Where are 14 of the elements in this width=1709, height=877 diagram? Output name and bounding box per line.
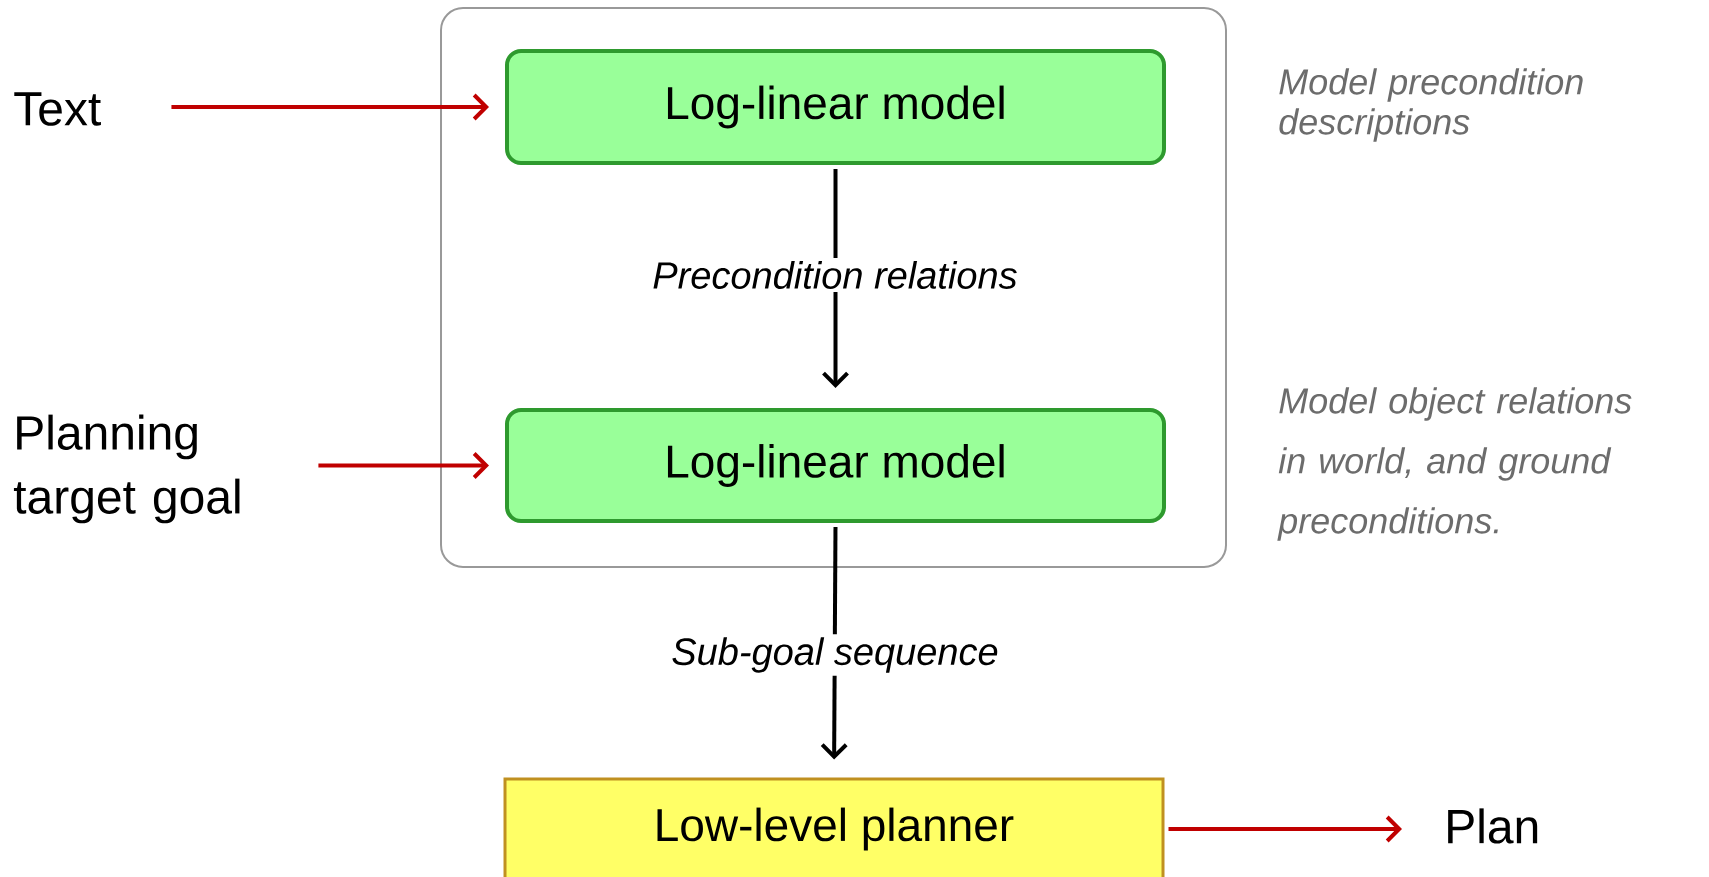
edge-label: Precondition relations <box>649 258 1021 292</box>
input-label: Planning target goal <box>13 414 240 524</box>
edge-label: Sub-goal sequence <box>668 634 1002 676</box>
side-note: Model precondition descriptions <box>1279 68 1583 142</box>
input-label: Text <box>14 92 101 126</box>
model-box: Log-linear model <box>505 49 1166 165</box>
arrow <box>1168 815 1402 843</box>
arrow <box>171 93 489 121</box>
input-label: Plan <box>1448 808 1538 844</box>
model-box: Log-linear model <box>505 408 1166 523</box>
side-note: Model object relations in world, and ground preconditions. <box>1277 387 1632 541</box>
arrow <box>822 169 849 388</box>
planner-box: Low-level planner <box>503 777 1165 877</box>
arrow <box>318 452 489 479</box>
